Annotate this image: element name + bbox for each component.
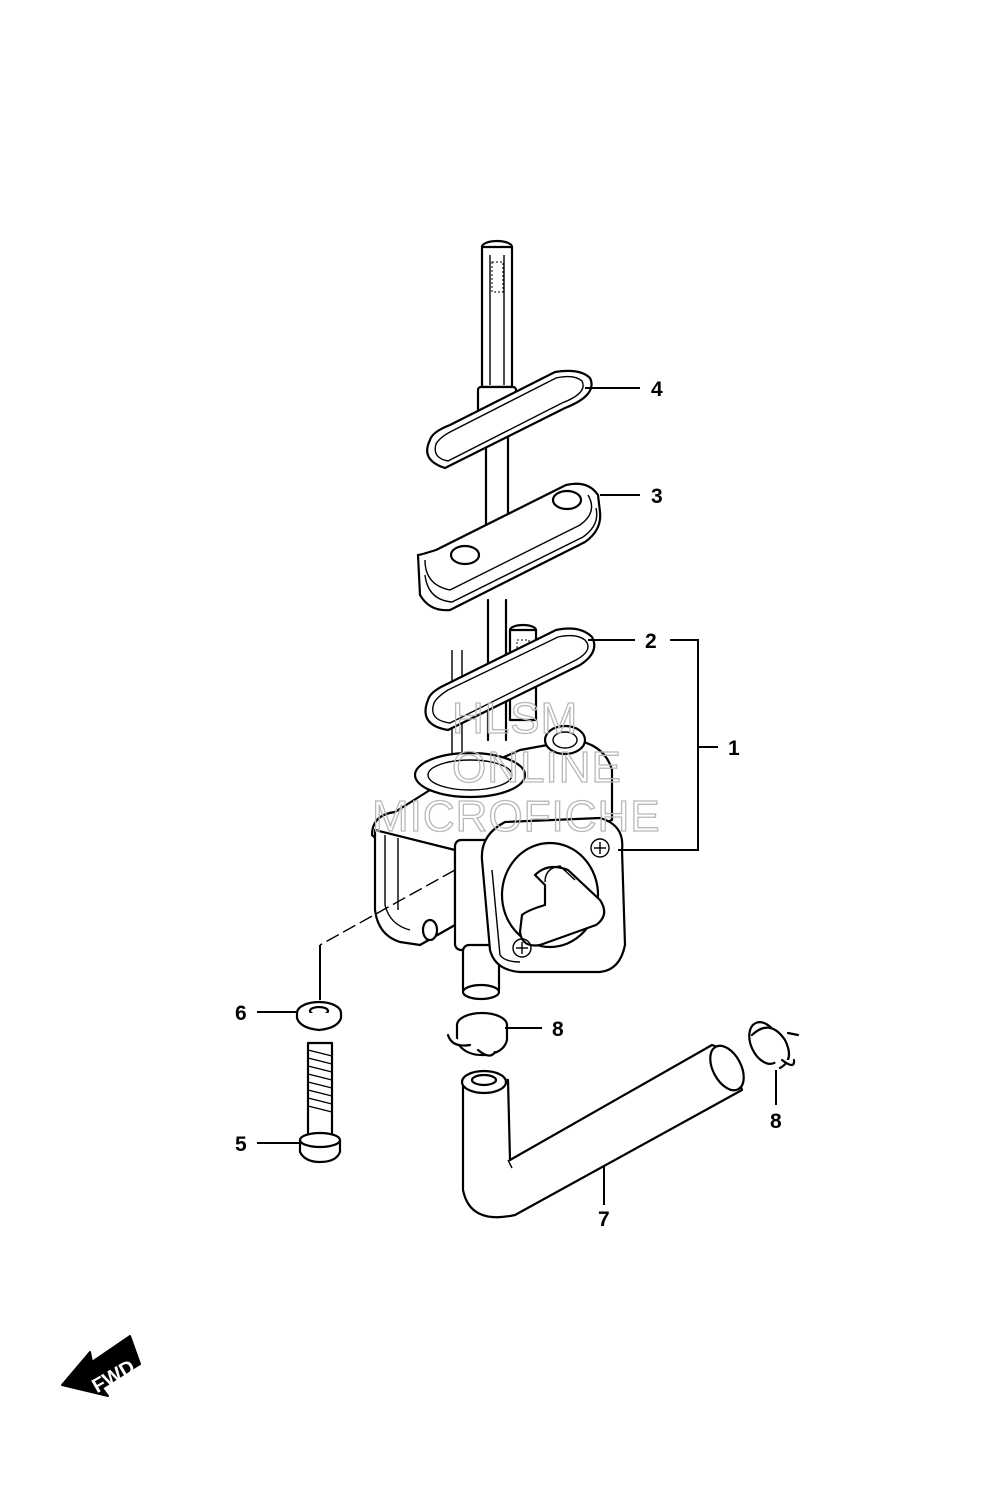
watermark-line-3: MICROFICHE [372, 792, 661, 841]
gasket-3[interactable] [416, 482, 602, 612]
callout-8b: 8 [770, 1110, 782, 1133]
watermark-line-2: ONLINE [452, 743, 622, 792]
fuel-cock-body[interactable] [319, 724, 627, 1001]
callout-7: 7 [598, 1208, 610, 1231]
clamp-8a[interactable] [446, 1011, 509, 1057]
callout-5: 5 [235, 1133, 247, 1156]
bolt-5[interactable] [298, 1041, 342, 1164]
hose-7[interactable] [460, 1040, 751, 1219]
watermark: HLSM ONLINE MICROFICHE [371, 693, 661, 841]
callout-1: 1 [728, 737, 740, 760]
callout-3: 3 [651, 485, 663, 508]
watermark-line-1: HLSM [452, 694, 578, 743]
oring-4[interactable] [426, 369, 593, 470]
filter-strainer[interactable] [476, 239, 518, 547]
callout-8a: 8 [552, 1018, 564, 1041]
oring-2[interactable] [424, 627, 596, 732]
callout-6: 6 [235, 1002, 247, 1025]
callout-4: 4 [651, 378, 663, 401]
fwd-arrow: FWD [61, 1335, 141, 1398]
leader-lines [257, 387, 777, 1205]
callout-2: 2 [645, 630, 657, 653]
washer-6[interactable] [295, 1000, 343, 1032]
clamp-8b[interactable] [743, 1017, 800, 1070]
